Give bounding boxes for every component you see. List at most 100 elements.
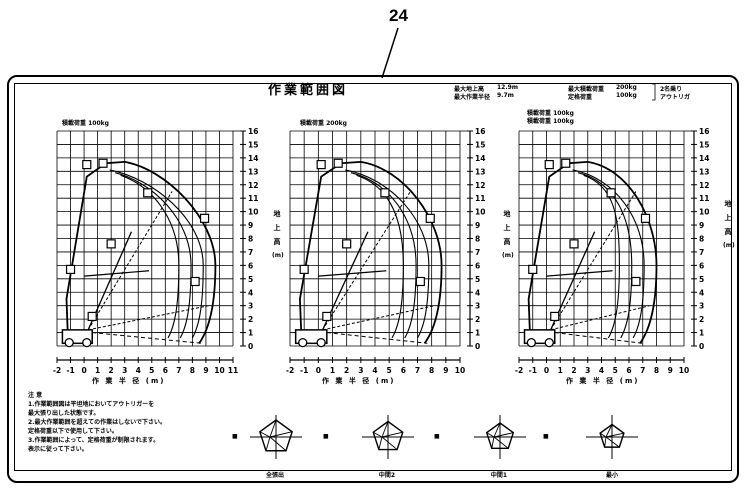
envelope-outline [527, 161, 658, 344]
x-tick-label: -1 [300, 366, 308, 375]
x-tick-label: 10 [679, 366, 689, 375]
y-tick-label: 2 [475, 315, 480, 324]
note-line: 表示に従って下さい。 [28, 446, 88, 453]
x-tick-label: 8 [429, 366, 434, 375]
note-line: 1.作業範囲図は平坦地においてアウトリガーを [28, 401, 155, 408]
inner-envelope [350, 172, 417, 339]
outrigger-ray [373, 431, 383, 438]
vehicle-wheel [316, 337, 326, 348]
outrigger-ray [605, 436, 620, 448]
y-tick-label: 12 [699, 181, 709, 190]
y-tick-label: 3 [699, 302, 704, 311]
boom-line-dashed [322, 305, 435, 331]
outrigger-ray [259, 431, 271, 438]
boom-horizontal [84, 270, 150, 277]
x-tick-label: 8 [654, 366, 659, 375]
notes-block: 注 意 1.作業範囲図は平坦地においてアウトリガーを 最大張り出した状態です。 … [28, 391, 166, 454]
platform-box [631, 276, 641, 287]
ground-reach-line [92, 332, 202, 344]
y-tick-label: 16 [475, 127, 485, 136]
x-tick-label: 1 [330, 366, 335, 375]
y-tick-label: 8 [248, 235, 253, 244]
x-tick-label: 9 [203, 366, 208, 375]
platform-box [143, 188, 153, 198]
x-tick-label: 0 [81, 366, 86, 375]
x-tick-label: 6 [626, 366, 631, 375]
vehicle-wheel [82, 337, 92, 348]
spec-load2-label: 定格荷重 [568, 94, 593, 101]
outrigger-ray [381, 421, 389, 438]
y-tick-label: 8 [699, 235, 704, 244]
chart3-load-label-2: 積載荷重 100kg [527, 118, 574, 125]
chart3-ylabel: 地 上 高 (m) [723, 197, 735, 253]
inner-envelope [583, 174, 620, 339]
platform-box [333, 158, 343, 168]
x-tick-label: 9 [668, 366, 673, 375]
y-tick-label: 2 [699, 315, 704, 324]
y-tick-label: 15 [475, 140, 485, 149]
platform-box [561, 158, 571, 168]
ylabel-char: 高 [503, 238, 511, 246]
notes-heading: 注 意 [28, 392, 43, 399]
y-tick-label: 0 [475, 342, 480, 351]
y-tick-label: 10 [248, 208, 258, 217]
ylabel-char: 地 [273, 210, 281, 218]
spec-load-suffix2: アウトリガ [660, 94, 691, 101]
y-tick-label: 4 [699, 288, 704, 297]
data-plate-inner-border [14, 83, 732, 471]
spec-line2-label: 最大作業半径 [454, 94, 491, 101]
x-tick-label: 7 [176, 366, 181, 375]
y-tick-label: 14 [699, 154, 709, 163]
x-tick-label: 3 [122, 366, 127, 375]
chart2-ylabel: 地 上 高 (m) [502, 207, 514, 263]
platform-box [528, 264, 538, 275]
ylabel-char: (m) [723, 242, 735, 249]
y-tick-label: 16 [699, 127, 709, 136]
x-tick-label: 8 [190, 366, 195, 375]
y-tick-label: 13 [699, 167, 709, 176]
chart1-xlabel: 作 業 半 径 (m) [92, 377, 166, 385]
note-line: 定格荷重以下で使用して下さい。 [28, 428, 118, 435]
platform-box [415, 276, 425, 287]
envelope-outline [65, 161, 217, 344]
y-tick-label: 14 [475, 154, 485, 163]
marker: ■ [434, 433, 440, 440]
platform-box [299, 264, 309, 275]
y-tick-label: 7 [475, 248, 480, 257]
platform-box [640, 213, 651, 223]
y-tick-label: 6 [699, 261, 704, 270]
x-tick-label: 9 [443, 366, 448, 375]
ylabel-char: 高 [724, 228, 732, 236]
x-tick-label: 3 [585, 366, 590, 375]
y-tick-label: 1 [248, 329, 253, 338]
platform-box [550, 311, 560, 322]
chart2-xlabel: 作 業 半 径 (m) [322, 377, 396, 385]
x-tick-label: 0 [316, 366, 321, 375]
outrigger-ray [269, 431, 293, 438]
platform-box [380, 188, 390, 198]
outrigger-ray [604, 436, 607, 448]
boom-line-dashed [322, 191, 411, 331]
inner-envelope [109, 169, 204, 339]
spec-line1-value: 12.9m [497, 84, 519, 91]
y-tick-label: 15 [699, 140, 709, 149]
y-tick-label: 1 [699, 329, 704, 338]
y-tick-label: 3 [248, 302, 253, 311]
x-tick-label: 0 [544, 366, 549, 375]
platform-box [316, 159, 326, 170]
y-tick-label: 8 [475, 235, 480, 244]
platform-box [190, 276, 200, 287]
outrigger-ray [493, 432, 514, 438]
inner-envelope [572, 169, 645, 339]
y-tick-label: 12 [475, 181, 485, 190]
ylabel-char: (m) [502, 252, 514, 259]
boom-line-dashed [550, 191, 637, 331]
x-tick-label: 6 [401, 366, 406, 375]
x-tick-label: -1 [529, 366, 537, 375]
marker: ■ [232, 433, 238, 440]
marker: ■ [543, 433, 549, 440]
y-tick-label: 5 [475, 275, 480, 284]
x-tick-label: -2 [53, 366, 61, 375]
